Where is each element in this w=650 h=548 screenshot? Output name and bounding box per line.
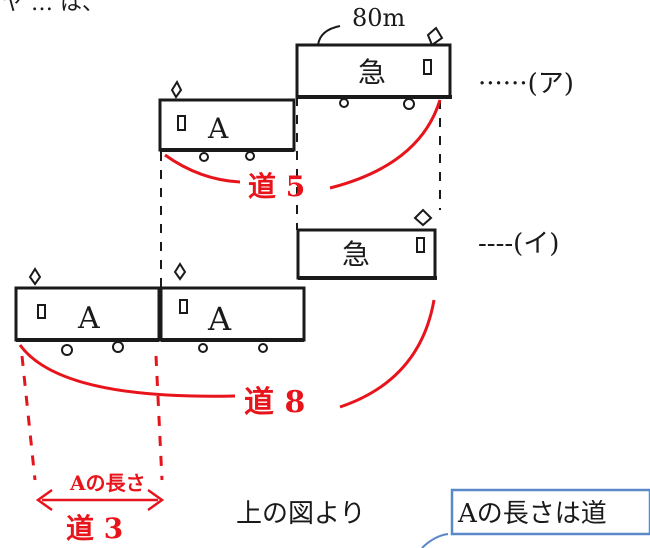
dashed-guides (160, 97, 441, 288)
michi5-arc (164, 153, 241, 184)
michi8-arc-right (339, 299, 436, 409)
a-length-arrow-left (35, 488, 53, 512)
cut-off-line (421, 533, 449, 548)
a-label-bottom-right: A (207, 300, 232, 338)
kyu-train-middle (296, 208, 437, 280)
case-p-label: ······(ア) (478, 69, 574, 99)
conclusion-box (450, 488, 650, 536)
a-train-middle (158, 79, 296, 162)
a-label-middle: A (207, 112, 229, 145)
kyu-label-top: 急 (358, 56, 386, 89)
top-fragment-text: ヤ … は、 (2, 0, 104, 16)
michi5-label: 道 5 (248, 170, 305, 203)
a-length-arrow-right (147, 488, 165, 512)
a-train-bottom-left (14, 267, 161, 356)
michi8-arc (18, 344, 236, 398)
a-train-bottom-right (159, 262, 306, 353)
kyu-label-middle: 急 (342, 238, 370, 271)
michi3-label: 道 3 (66, 512, 123, 545)
case-i-label: ----(イ) (478, 229, 559, 259)
speed-label: 80m (352, 4, 406, 32)
michi5-arc-right (329, 99, 442, 190)
a-length-guides (20, 355, 164, 481)
a-length-label: Aの長さ (69, 471, 146, 495)
kyu-train-top (295, 26, 452, 110)
speed-arrow (317, 25, 341, 46)
conclusion-text: 上の図より (236, 499, 365, 529)
conclusion-boxed-text: Aの長さは道 (457, 499, 607, 529)
michi8-label: 道 8 (244, 385, 305, 420)
a-label-bottom-left: A (77, 301, 100, 336)
